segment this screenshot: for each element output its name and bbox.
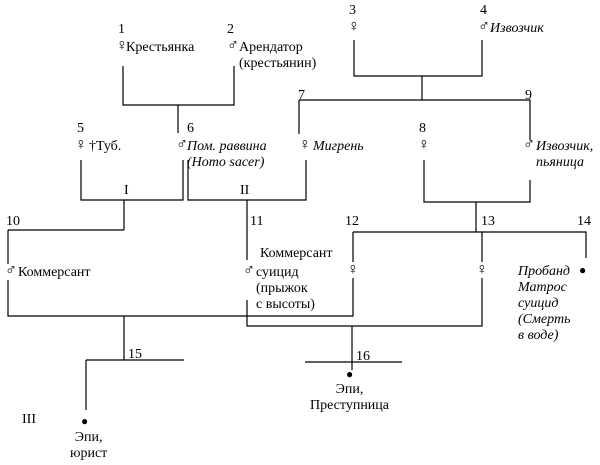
male-icon: ♂: [478, 18, 490, 35]
person-label-14: Пробанд Матрос суицид (Смерть в воде): [518, 264, 571, 343]
person-label-15: Эпи, юрист: [70, 430, 108, 461]
person-label-5: †Туб.: [89, 139, 122, 154]
person-number-11: 11: [250, 214, 264, 229]
person-label-9: Извозчик, пьяница: [536, 139, 594, 170]
person-number-14: 14: [577, 214, 591, 229]
person-number-16: 16: [356, 349, 370, 364]
female-icon: ♀: [476, 261, 488, 278]
generation-label-1: I: [124, 183, 129, 198]
mating-line-8-9: [423, 160, 531, 203]
person-label-6: Пом. раввина (Homo sacer): [187, 139, 267, 170]
person-label-11: суицид (прыжок с высоты): [256, 265, 315, 312]
person-number-9: 9: [525, 88, 532, 103]
person-label-7: Мигрень: [313, 139, 364, 154]
person-number-7: 7: [298, 88, 305, 103]
male-icon: ♂: [243, 262, 255, 279]
affected-male-icon: ●: [81, 414, 89, 428]
mating-line-3-4: [353, 40, 483, 77]
person-label-16: Эпи, Преступница: [310, 382, 390, 413]
female-icon: ♀: [116, 37, 128, 54]
person-number-1: 1: [118, 22, 125, 37]
person-label-11-top: Коммерсант: [260, 246, 333, 261]
person-number-8: 8: [419, 121, 426, 136]
mating-line-10-12: [7, 278, 354, 317]
person-label-4: Извозчик: [490, 21, 544, 36]
person-number-2: 2: [227, 22, 234, 37]
person-number-3: 3: [349, 3, 356, 18]
person-label-2: Арендатор (крестьянин): [239, 40, 317, 71]
male-icon: ♂: [227, 37, 239, 54]
generation-label-3: III: [22, 412, 36, 427]
female-icon: ♀: [418, 136, 430, 153]
mating-line-1-2: [122, 66, 235, 106]
person-number-12: 12: [345, 214, 359, 229]
person-number-6: 6: [187, 121, 194, 136]
person-number-5: 5: [77, 121, 84, 136]
sibship-line-12-14: [353, 231, 587, 258]
male-icon: ♂: [523, 136, 535, 153]
person-number-13: 13: [481, 214, 495, 229]
generation-label-2: II: [240, 183, 250, 198]
person-number-10: 10: [6, 214, 20, 229]
person-number-15: 15: [128, 347, 142, 362]
female-icon: ♀: [299, 136, 311, 153]
female-icon: ♀: [347, 261, 359, 278]
person-label-1: Крестьянка: [126, 40, 195, 55]
affected-male-icon: ●: [579, 263, 587, 277]
sibship-line-7-9: [299, 99, 531, 140]
affected-female-icon: ●: [346, 367, 354, 381]
person-number-4: 4: [480, 3, 487, 18]
mating-line-11-13: [246, 278, 483, 327]
male-icon: ♂: [5, 262, 17, 279]
female-icon: ♀: [348, 18, 360, 35]
mating-line-5-6: [80, 160, 184, 201]
person-label-10: Коммерсант: [18, 265, 91, 280]
male-icon: ♂: [176, 136, 188, 153]
female-icon: ♀: [75, 136, 87, 153]
